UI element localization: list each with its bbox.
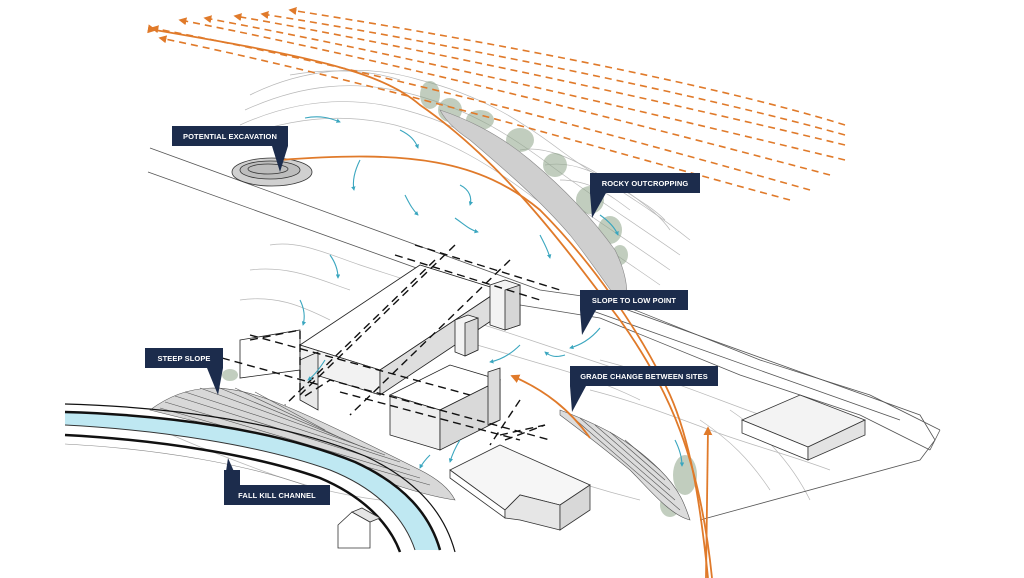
callout-grade-change-between-sites: GRADE CHANGE BETWEEN SITES — [570, 366, 718, 412]
callout-label: ROCKY OUTCROPPING — [602, 179, 689, 188]
callout-label: STEEP SLOPE — [157, 354, 210, 363]
callout-label: POTENTIAL EXCAVATION — [183, 132, 277, 141]
callout-label: SLOPE TO LOW POINT — [592, 296, 676, 305]
callout-label: FALL KILL CHANNEL — [238, 491, 316, 500]
callout-label: GRADE CHANGE BETWEEN SITES — [580, 372, 708, 381]
excavation-pit — [232, 158, 312, 186]
callout-rocky-outcropping: ROCKY OUTCROPPING — [590, 173, 700, 218]
